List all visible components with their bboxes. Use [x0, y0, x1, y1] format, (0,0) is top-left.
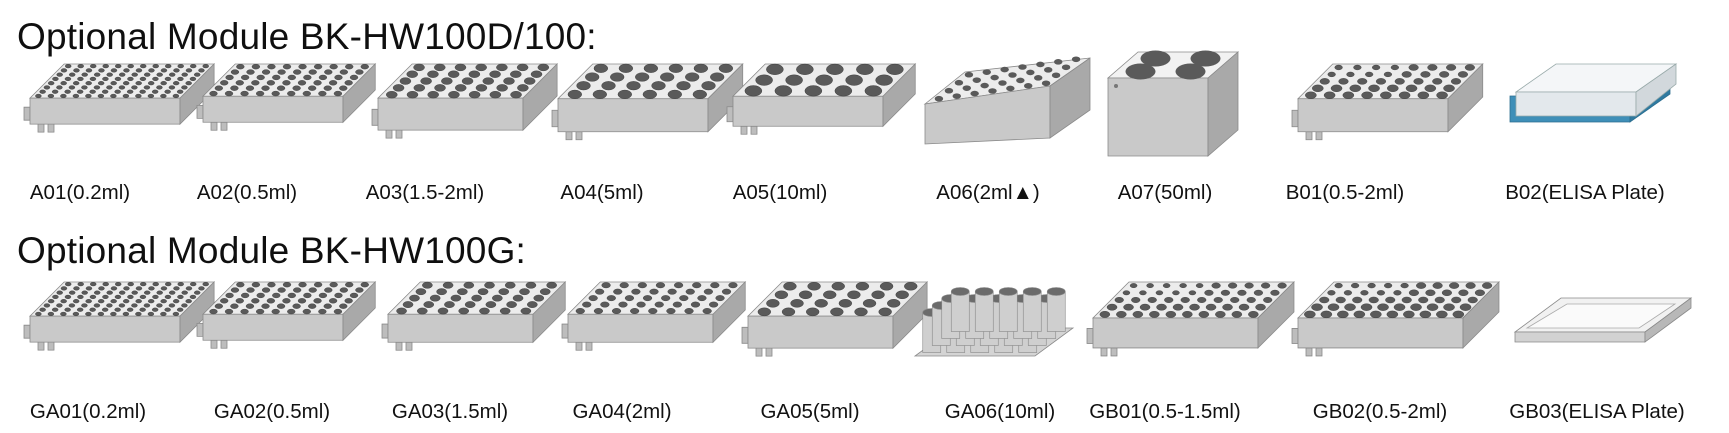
block-cone-well-icon — [923, 56, 1091, 145]
module-label: B01(0.5-2ml) — [1285, 181, 1405, 204]
section-title-hw100d: Optional Module BK-HW100D/100: — [17, 16, 597, 57]
elisa-plate-tray-icon — [1513, 297, 1693, 343]
block-54-well-icon — [196, 281, 377, 349]
block-24-well-icon — [551, 63, 744, 141]
block-24-well-icon — [741, 281, 929, 357]
block-40-well-icon — [561, 281, 747, 351]
block-15-well-icon — [726, 63, 917, 135]
module-label: GA03(1.5ml) — [391, 400, 509, 423]
block-35-well-icon — [371, 63, 559, 139]
module-label: A07(50ml) — [1117, 181, 1213, 204]
module-label: GA01(0.2ml) — [29, 400, 147, 423]
module-label: GA06(10ml) — [944, 400, 1056, 423]
module-label: A01(0.2ml) — [29, 181, 131, 204]
module-label: A04(5ml) — [560, 181, 644, 204]
module-label: GB03(ELISA Plate) — [1509, 400, 1685, 423]
module-label: GA02(0.5ml) — [213, 400, 331, 423]
module-label: GB01(0.5-1.5ml) — [1089, 400, 1241, 423]
module-label: A02(0.5ml) — [196, 181, 298, 204]
module-label: A05(10ml) — [732, 181, 828, 204]
block-35-well-icon — [381, 281, 567, 351]
block-tube-columns-icon — [913, 287, 1075, 357]
module-row-hw100g: GA01(0.2ml) GA02(0.5ml) GA03(1.5ml) GA04(2m… — [0, 278, 1729, 433]
block-mixed-well-icon — [1086, 281, 1295, 357]
module-row-hw100d: A01(0.2ml) A02(0.5ml) A03(1.5-2ml) A04(5ml)… — [0, 50, 1729, 210]
block-4-well-icon — [1106, 50, 1240, 157]
module-label: B02(ELISA Plate) — [1505, 181, 1665, 204]
block-96-well-icon — [23, 63, 216, 133]
section-title-hw100g: Optional Module BK-HW100G: — [17, 230, 527, 271]
module-label: GB02(0.5-2ml) — [1312, 400, 1448, 423]
module-label: GA05(5ml) — [760, 400, 860, 423]
block-mixed-well-icon — [1291, 281, 1500, 357]
elisa-plate-holder-icon — [1509, 63, 1678, 123]
module-label: GA04(2ml) — [572, 400, 672, 423]
module-label: A06(2ml▲) — [936, 181, 1040, 204]
module-label: A03(1.5-2ml) — [365, 181, 485, 204]
block-54-well-icon — [196, 63, 377, 131]
block-96-well-icon — [23, 281, 216, 351]
block-mixed-well-icon — [1291, 63, 1484, 141]
